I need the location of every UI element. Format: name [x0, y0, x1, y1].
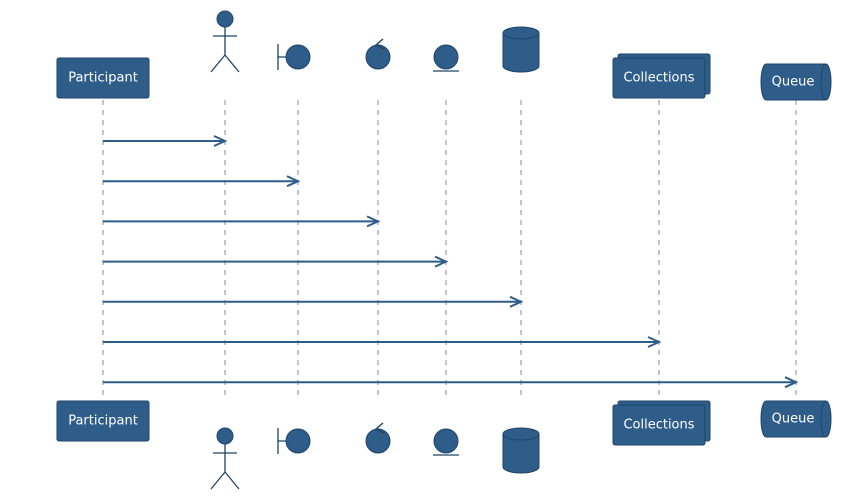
message-participant-to-queue[interactable]	[103, 376, 799, 389]
queue-edge	[820, 400, 827, 438]
actor-head-top[interactable]	[210, 10, 240, 73]
database-body-icon	[502, 427, 540, 474]
message-arrowhead-icon	[213, 135, 228, 147]
message-participant-to-control[interactable]	[103, 215, 381, 228]
lifelines	[102, 100, 797, 398]
boundary-circle-icon	[285, 44, 311, 70]
participant-label: Collections	[623, 71, 694, 86]
message-arrowhead-icon	[366, 215, 381, 228]
control-arrow-icon	[374, 38, 385, 50]
message-participant-to-boundary[interactable]	[103, 175, 301, 188]
database-body-icon	[502, 26, 540, 73]
actor-head-bottom[interactable]	[210, 427, 240, 490]
boundary-bar-icon	[277, 44, 286, 70]
database-rim-icon	[502, 433, 540, 441]
message-participant-to-database[interactable]	[103, 295, 524, 308]
collections-front-box	[612, 404, 706, 446]
control-circle-icon	[365, 44, 391, 70]
message-participant-to-collections[interactable]	[103, 336, 662, 348]
participant-label: Collections	[623, 418, 694, 433]
control-head-top[interactable]	[365, 38, 391, 70]
participant-box	[56, 57, 150, 99]
collections-front-box	[612, 57, 706, 99]
control-head-bottom[interactable]	[365, 422, 391, 454]
participant-box	[56, 400, 150, 442]
messages	[103, 135, 799, 389]
message-participant-to-entity[interactable]	[103, 255, 449, 268]
message-arrowhead-icon	[509, 295, 524, 308]
message-arrowhead-icon	[784, 376, 799, 389]
message-arrowhead-icon	[434, 255, 449, 268]
boundary-head-top[interactable]	[277, 44, 311, 70]
participant-head-top[interactable]: Participant	[56, 57, 150, 99]
control-circle-icon	[365, 428, 391, 454]
participant-label: Participant	[68, 414, 138, 429]
actor-head-icon	[216, 10, 234, 28]
entity-head-top[interactable]	[433, 44, 459, 72]
queue-head-top[interactable]: Queue	[760, 63, 832, 101]
actor-head-icon	[216, 427, 234, 445]
actor-body-icon	[210, 27, 240, 73]
control-arrow-icon	[374, 422, 385, 434]
participant-label: Participant	[68, 71, 138, 86]
collections-head-top[interactable]: Collections	[612, 53, 711, 99]
entity-circle-icon	[433, 44, 459, 70]
participant-label: Queue	[772, 412, 815, 427]
queue-edge	[820, 63, 827, 101]
collections-head-bottom[interactable]: Collections	[612, 400, 711, 446]
participant-heads-bottom: Participant Collections Queue	[56, 400, 832, 490]
actor-body-icon	[210, 444, 240, 490]
queue-head-bottom[interactable]: Queue	[760, 400, 832, 438]
message-arrowhead-icon	[286, 175, 301, 188]
boundary-head-bottom[interactable]	[277, 428, 311, 454]
message-participant-to-actor[interactable]	[103, 135, 228, 147]
boundary-circle-icon	[285, 428, 311, 454]
database-head-bottom[interactable]	[502, 427, 540, 474]
entity-head-bottom[interactable]	[433, 428, 459, 456]
database-rim-icon	[502, 32, 540, 40]
boundary-bar-icon	[277, 428, 286, 454]
participant-heads-top: Participant Collections Queue	[56, 10, 832, 101]
participant-label: Queue	[772, 75, 815, 90]
participant-head-bottom[interactable]: Participant	[56, 400, 150, 442]
message-arrowhead-icon	[647, 336, 662, 348]
database-head-top[interactable]	[502, 26, 540, 73]
entity-circle-icon	[433, 428, 459, 454]
